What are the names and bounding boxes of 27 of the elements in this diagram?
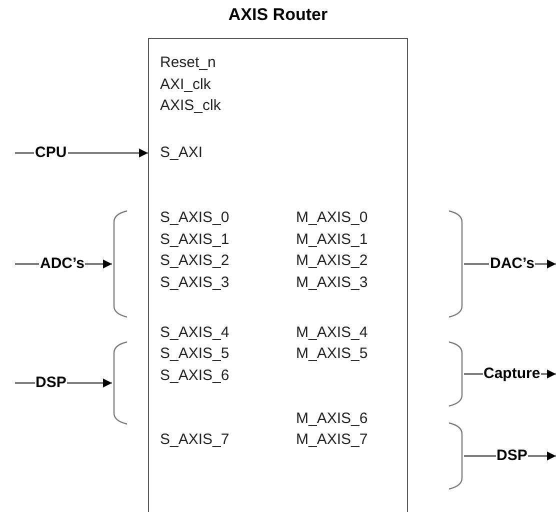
- pin-label: S_AXIS_0: [148, 208, 248, 228]
- pin-label: AXIS_clk: [148, 96, 248, 116]
- curly-bracket: [448, 210, 464, 318]
- pin-label: M_AXIS_7: [296, 430, 376, 450]
- pin-label: Reset_n: [148, 53, 248, 73]
- curly-bracket: [448, 341, 464, 407]
- curly-bracket: [448, 422, 464, 490]
- edge-label: Capture: [482, 365, 542, 383]
- pin-label: S_AXIS_4: [148, 323, 248, 343]
- pin-label: S_AXIS_2: [148, 251, 248, 271]
- curly-bracket: [112, 210, 128, 318]
- pin-label: M_AXIS_0: [296, 208, 376, 228]
- pin-label: AXI_clk: [148, 75, 248, 95]
- pin-label: M_AXIS_3: [296, 273, 376, 293]
- pin-label: S_AXIS_7: [148, 430, 248, 450]
- block-title: AXIS Router: [227, 5, 329, 25]
- pin-label: M_AXIS_1: [296, 230, 376, 250]
- pin-label: M_AXIS_2: [296, 251, 376, 271]
- pin-label: M_AXIS_4: [296, 323, 376, 343]
- pin-label: S_AXIS_5: [148, 344, 248, 364]
- pin-label: S_AXIS_1: [148, 230, 248, 250]
- pin-label: S_AXIS_6: [148, 366, 248, 386]
- pin-label: M_AXIS_5: [296, 344, 376, 364]
- pin-label: S_AXIS_3: [148, 273, 248, 293]
- pin-label: S_AXI: [148, 143, 248, 163]
- curly-bracket: [112, 341, 128, 425]
- pin-label: M_AXIS_6: [296, 409, 376, 429]
